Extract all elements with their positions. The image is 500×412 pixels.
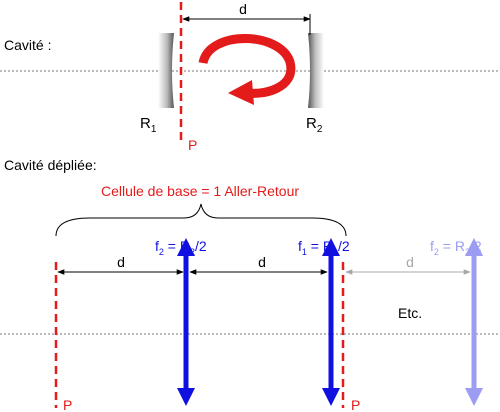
lens-f1 (322, 238, 340, 406)
cell-brace (55, 203, 347, 237)
mirror-r1 (158, 33, 174, 108)
cavity-label: Cavité : (4, 37, 51, 53)
lens-f2-first-label: f2 = R2/2 (155, 238, 207, 257)
cell-label: Cellule de base = 1 Aller-Retour (101, 183, 299, 199)
lens-f2-first (177, 238, 195, 406)
mirror-r2-label: R2 (306, 115, 323, 135)
unfolded-distance-label-1: d (117, 254, 125, 270)
round-trip-arrow (198, 34, 296, 105)
unfolded-plane-left-label: P (63, 397, 72, 412)
lens-f1-label: f1 = R1/2 (298, 238, 350, 257)
mirror-r2 (308, 33, 324, 108)
etc-label: Etc. (398, 305, 422, 321)
lens-f2-second-label: f2 = R2/2 (430, 238, 482, 257)
unfolded-label: Cavité dépliée: (4, 157, 97, 173)
unfolded-plane-right-label: P (351, 397, 360, 412)
lens-f2-second (465, 238, 483, 406)
cavity-distance-label: d (239, 1, 247, 17)
unfolded-distance-label-2: d (258, 254, 266, 270)
mirror-r1-label: R1 (140, 115, 157, 135)
unfolded-distance-label-3: d (406, 254, 414, 270)
cavity-plane-p-label: P (188, 137, 197, 153)
